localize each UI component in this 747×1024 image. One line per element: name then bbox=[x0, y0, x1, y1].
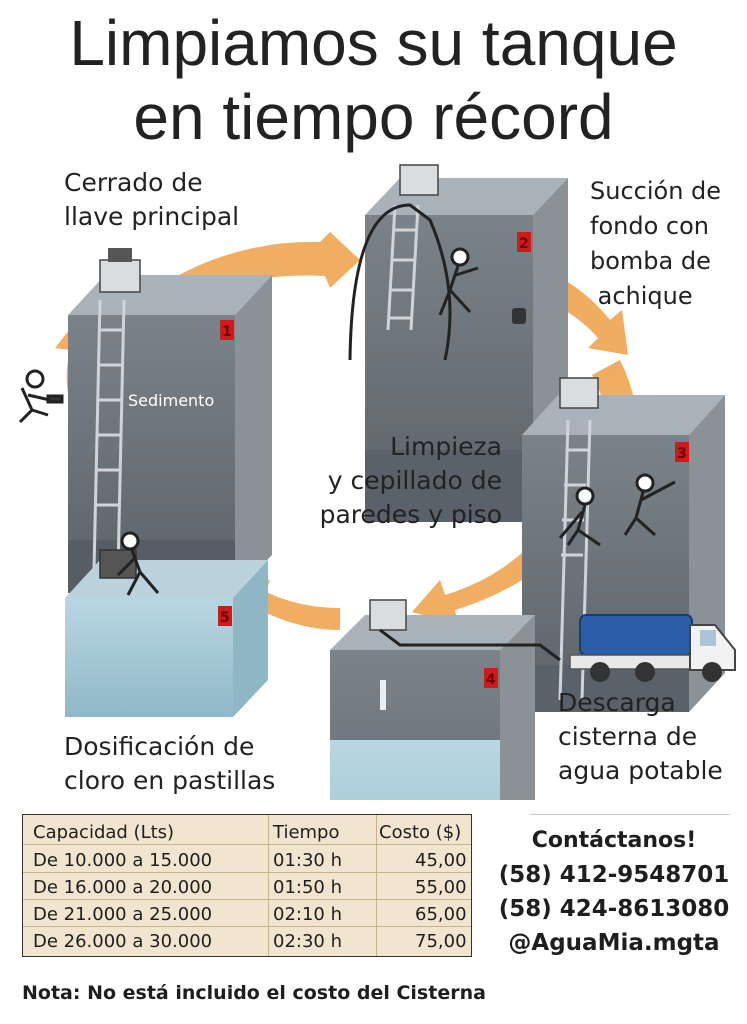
step-2-label: Succión de fondo con bomba de achique bbox=[590, 174, 721, 314]
step-5-line-1: Dosificación de bbox=[64, 732, 255, 761]
water-truck-icon bbox=[569, 614, 736, 682]
step-2-line-2: fondo con bbox=[590, 212, 709, 240]
cell-tiempo: 02:30 h bbox=[273, 931, 343, 952]
step-3-line-1: Limpieza bbox=[390, 432, 502, 461]
tank-5: 5 bbox=[65, 531, 268, 717]
step-4-label: Descarga cisterna de agua potable bbox=[558, 686, 723, 788]
step-number-5: 5 bbox=[220, 610, 230, 626]
column-divider bbox=[376, 815, 377, 956]
footnote: Nota: No está incluido el costo del Cist… bbox=[22, 982, 486, 1004]
step-badge-1 bbox=[220, 320, 234, 340]
page-title-line-1: Limpiamos su tanque bbox=[69, 7, 678, 79]
pricing-table: Capacidad (Lts) Tiempo Costo ($) De 10.0… bbox=[22, 814, 472, 957]
contact-phone-1[interactable]: (58) 412-9548701 bbox=[498, 862, 730, 888]
step-5-line-2: cloro en pastillas bbox=[64, 766, 276, 795]
table-row: De 10.000 a 15.000 01:30 h 45,00 bbox=[23, 847, 471, 873]
cell-costo: 55,00 bbox=[415, 877, 467, 898]
step-2-line-4: achique bbox=[590, 282, 693, 310]
contact-social-handle[interactable]: @AguaMia.mgta bbox=[508, 930, 720, 956]
step-3-line-3: paredes y piso bbox=[319, 500, 502, 529]
cleaning-process-diagram: 1 Sedimento 2 bbox=[18, 164, 736, 800]
table-row: De 26.000 a 30.000 02:30 h 75,00 bbox=[23, 928, 471, 954]
step-4-line-2: cisterna de bbox=[558, 722, 698, 751]
step-badge-3 bbox=[675, 442, 689, 462]
sediment-label: Sedimento bbox=[128, 391, 214, 410]
worker-icon bbox=[18, 369, 64, 424]
cell-capacidad: De 21.000 a 25.000 bbox=[33, 904, 213, 925]
header-costo: Costo ($) bbox=[379, 822, 462, 843]
step-1-line-2: llave principal bbox=[64, 202, 240, 231]
cell-costo: 75,00 bbox=[415, 931, 467, 952]
step-1-label: Cerrado de llave principal bbox=[64, 166, 239, 234]
tank-1: 1 Sedimento bbox=[18, 248, 272, 593]
step-1-line-1: Cerrado de bbox=[64, 168, 203, 197]
step-number-4: 4 bbox=[486, 672, 496, 688]
step-badge-4 bbox=[484, 668, 498, 688]
cell-costo: 65,00 bbox=[415, 904, 467, 925]
step-2-line-1: Succión de bbox=[590, 177, 722, 205]
cell-capacidad: De 16.000 a 20.000 bbox=[33, 877, 213, 898]
step-5-label: Dosificación de cloro en pastillas bbox=[64, 730, 275, 798]
page-title-line-2: en tiempo récord bbox=[133, 81, 614, 153]
step-4-line-1: Descarga bbox=[558, 688, 676, 717]
step-badge-2 bbox=[517, 232, 531, 252]
cell-costo: 45,00 bbox=[415, 850, 467, 871]
table-row: De 16.000 a 20.000 01:50 h 55,00 bbox=[23, 874, 471, 900]
cell-tiempo: 02:10 h bbox=[273, 904, 343, 925]
contact-phone-2[interactable]: (58) 424-8613080 bbox=[498, 896, 730, 922]
step-badge-5 bbox=[218, 606, 232, 626]
cell-capacidad: De 10.000 a 15.000 bbox=[33, 850, 213, 871]
cell-capacidad: De 26.000 a 30.000 bbox=[33, 931, 213, 952]
step-3-label: Limpieza y cepillado de paredes y piso bbox=[312, 430, 502, 532]
step-3-line-2: y cepillado de bbox=[327, 466, 502, 495]
worker-icon bbox=[558, 473, 676, 547]
cell-tiempo: 01:30 h bbox=[273, 850, 343, 871]
step-4-line-3: agua potable bbox=[558, 756, 723, 785]
cell-tiempo: 01:50 h bbox=[273, 877, 343, 898]
table-row: De 21.000 a 25.000 02:10 h 65,00 bbox=[23, 901, 471, 927]
tank-4: 4 bbox=[330, 599, 561, 800]
table-header-row: Capacidad (Lts) Tiempo Costo ($) bbox=[23, 819, 471, 845]
step-number-3: 3 bbox=[677, 446, 687, 462]
step-number-1: 1 bbox=[222, 324, 232, 340]
worker-icon bbox=[116, 531, 160, 596]
contact-divider bbox=[530, 814, 730, 815]
step-2-line-3: bomba de bbox=[590, 247, 711, 275]
contact-heading: Contáctanos! bbox=[531, 828, 697, 853]
header-capacidad: Capacidad (Lts) bbox=[33, 822, 175, 843]
column-divider bbox=[268, 815, 269, 956]
header-tiempo: Tiempo bbox=[273, 822, 340, 843]
step-number-2: 2 bbox=[519, 236, 529, 252]
worker-icon bbox=[438, 247, 479, 316]
